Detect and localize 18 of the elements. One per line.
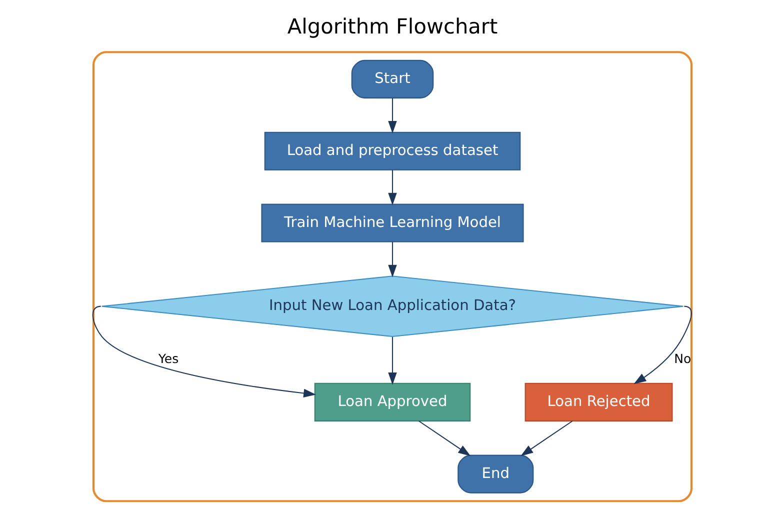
edge-label: Yes: [158, 351, 178, 366]
node-box: Train Machine Learning Model: [260, 204, 524, 242]
diagram-title: Algorithm Flowchart: [286, 14, 498, 38]
edge-label: No: [674, 351, 691, 366]
arrow: [388, 337, 396, 385]
arrow: [520, 420, 572, 456]
node-box: Loan Rejected: [524, 382, 672, 422]
arrow: [388, 170, 396, 206]
node-diamond: Input New Loan Application Data?: [100, 276, 684, 338]
node-box: Load and preprocess dataset: [264, 132, 520, 170]
arrow: [418, 420, 470, 456]
arrow: [92, 306, 316, 398]
node-box: End: [457, 454, 534, 494]
arrow: [388, 98, 396, 134]
node-box: Start: [350, 60, 434, 98]
arrow: [633, 306, 692, 384]
arrow: [388, 242, 396, 278]
node-box: Loan Approved: [314, 382, 470, 422]
